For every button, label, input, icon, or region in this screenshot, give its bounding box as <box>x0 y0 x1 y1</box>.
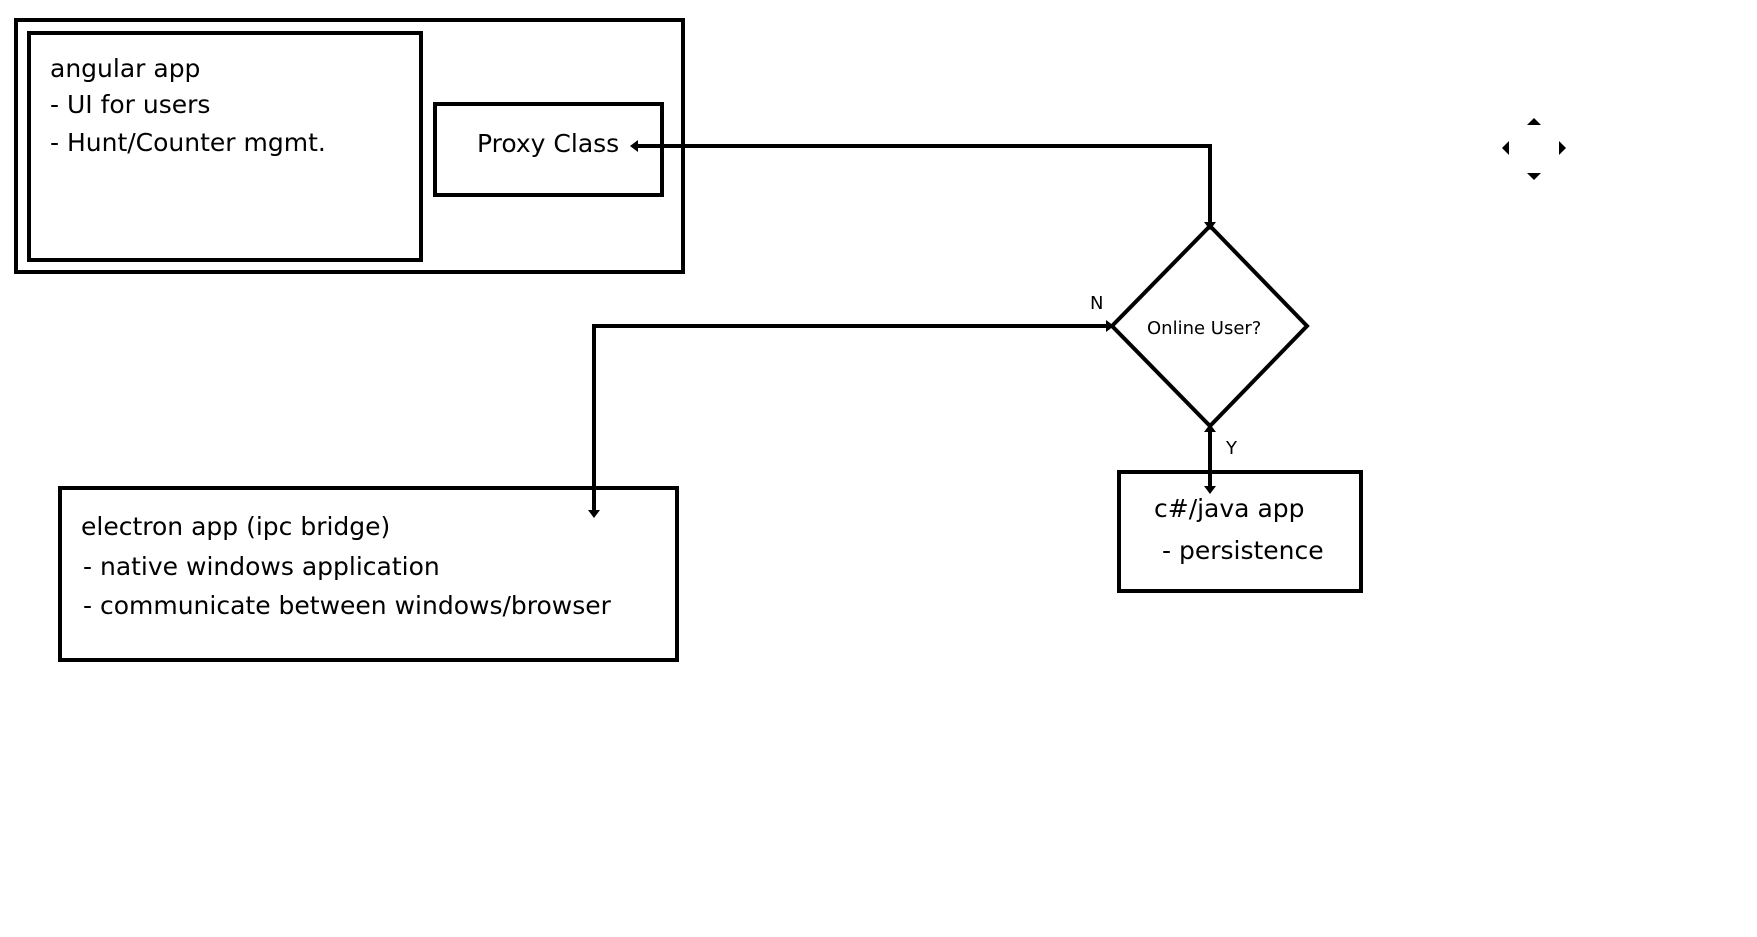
proxy-class-label: Proxy Class <box>477 129 619 158</box>
backend-app-box[interactable] <box>1117 470 1363 593</box>
electron-app-box[interactable] <box>58 486 679 662</box>
move-arrows-icon[interactable] <box>1502 118 1566 180</box>
no-branch-connector[interactable] <box>592 324 1112 510</box>
decision-left-arrowhead <box>1106 320 1114 332</box>
proxy-to-decision-connector[interactable] <box>636 144 1212 222</box>
angular-app-line1: - UI for users <box>50 90 210 119</box>
yes-branch-label: Y <box>1225 438 1238 459</box>
electron-app-line1: - native windows application <box>83 552 440 581</box>
angular-app-title: angular app <box>50 54 200 83</box>
backend-app-title: c#/java app <box>1154 494 1305 523</box>
proxy-arrowhead <box>630 140 638 152</box>
electron-app-title: electron app (ipc bridge) <box>81 512 390 541</box>
proxy-class-box[interactable] <box>433 102 664 197</box>
electron-app-line2: - communicate between windows/browser <box>83 591 612 620</box>
backend-arrowhead <box>1204 486 1216 494</box>
backend-app-line1: - persistence <box>1162 536 1324 565</box>
angular-app-line2: - Hunt/Counter mgmt. <box>50 128 326 157</box>
angular-app-box[interactable] <box>27 31 423 262</box>
no-branch-label: N <box>1090 293 1103 314</box>
decision-bottom-arrowhead <box>1204 424 1216 432</box>
decision-label: Online User? <box>1147 318 1261 339</box>
electron-arrowhead <box>588 510 600 518</box>
